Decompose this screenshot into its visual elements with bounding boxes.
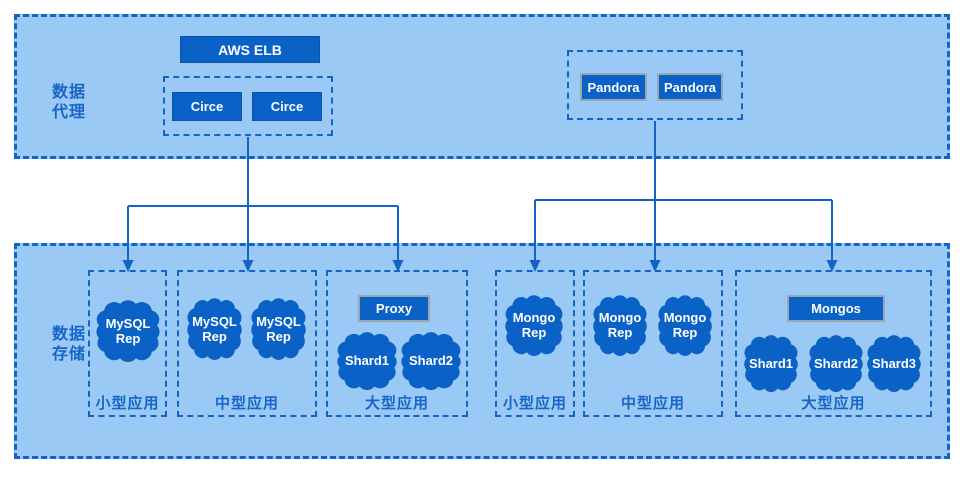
pandora-node: Pandora bbox=[657, 73, 723, 101]
cluster-size-label: 大型应用 bbox=[801, 395, 866, 412]
node-label: Shard1 bbox=[344, 353, 390, 368]
proxy-tier-panel bbox=[14, 14, 950, 159]
mongos-router-node: Mongos bbox=[787, 295, 885, 322]
cluster-size-label: 中型应用 bbox=[214, 395, 279, 412]
mysql-rep-db-icon: MySQL Rep bbox=[95, 299, 161, 362]
node-label: Shard3 bbox=[871, 355, 917, 371]
circe-node: Circe bbox=[172, 92, 242, 121]
storage-tier-label: 数据 存储 bbox=[52, 326, 87, 363]
cluster-size-label: 大型应用 bbox=[364, 395, 429, 412]
mysql-rep-db-icon: MySQL Rep bbox=[250, 297, 307, 360]
node-label: Shard2 bbox=[408, 353, 454, 368]
proxy-router-node: Proxy bbox=[358, 295, 430, 322]
shard-db-icon: Shard1 bbox=[336, 331, 398, 390]
node-label: MySQL Rep bbox=[105, 315, 151, 346]
mongo-rep-db-icon: Mongo Rep bbox=[657, 294, 713, 356]
cluster-size-label: 中型应用 bbox=[620, 395, 685, 412]
pandora-group bbox=[567, 50, 743, 120]
node-label: Shard2 bbox=[813, 355, 859, 371]
cluster-size-label: 小型应用 bbox=[95, 395, 160, 412]
node-label: Mongo Rep bbox=[512, 310, 556, 340]
circe-group bbox=[163, 76, 333, 136]
mongo-rep-db-icon: Mongo Rep bbox=[504, 294, 564, 356]
node-label: MySQL Rep bbox=[192, 313, 237, 344]
proxy-tier-label: 数据 代理 bbox=[52, 84, 87, 121]
node-label: MySQL Rep bbox=[256, 313, 301, 344]
node-label: Mongo Rep bbox=[663, 310, 707, 340]
aws-elb-node: AWS ELB bbox=[180, 36, 320, 63]
cluster-size-label: 小型应用 bbox=[502, 395, 567, 412]
node-label: Shard1 bbox=[748, 355, 794, 371]
mongo-rep-db-icon: Mongo Rep bbox=[592, 294, 648, 356]
shard-db-icon: Shard2 bbox=[808, 334, 864, 392]
pandora-node: Pandora bbox=[580, 73, 647, 101]
circe-node: Circe bbox=[252, 92, 322, 121]
shard-db-icon: Shard1 bbox=[743, 334, 799, 392]
node-label: Mongo Rep bbox=[598, 310, 642, 340]
mysql-rep-db-icon: MySQL Rep bbox=[186, 297, 243, 360]
shard-db-icon: Shard3 bbox=[866, 334, 922, 392]
shard-db-icon: Shard2 bbox=[400, 331, 462, 390]
